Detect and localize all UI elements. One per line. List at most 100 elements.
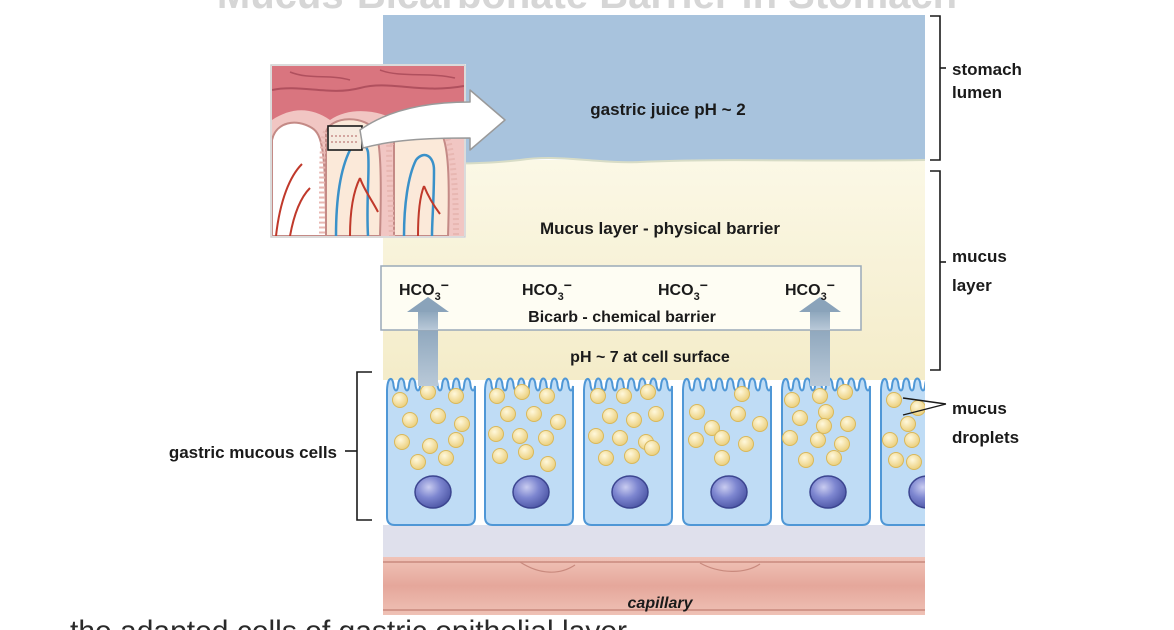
gastric-mucous-cell: [880, 377, 925, 526]
cell-nucleus: [809, 475, 847, 509]
gastric-mucous-cell: [781, 377, 871, 526]
mucus-droplets-label-2: droplets: [952, 428, 1019, 447]
cell-nucleus: [908, 475, 925, 509]
cell-nucleus: [414, 475, 452, 509]
mucus-droplet: [588, 428, 604, 444]
gastric-mucous-cell: [583, 377, 673, 526]
mucus-droplet: [598, 450, 614, 466]
mucus-droplet: [730, 406, 746, 422]
footer-text: the adapted cells of gastric epithelial …: [70, 615, 627, 630]
mucus-droplet: [812, 388, 828, 404]
title-fragment: Mucus-Bicarbonate Barrier in Stomach: [0, 0, 1174, 14]
bicarb-label: Bicarb - chemical barrier: [528, 309, 716, 326]
mucus-droplet: [626, 412, 642, 428]
mucus-layer-label: Mucus layer - physical barrier: [540, 219, 780, 238]
mucus-droplet: [512, 428, 528, 444]
mucus-droplet: [886, 392, 902, 408]
mucus-droplet: [906, 454, 922, 470]
arrow-left-overlap: [418, 310, 438, 330]
mucus-droplet: [489, 388, 505, 404]
mucus-droplet: [714, 430, 730, 446]
page-title: Mucus-Bicarbonate Barrier in Stomach: [0, 0, 1174, 14]
callout-arrow: [359, 89, 506, 151]
mucus-droplet: [410, 454, 426, 470]
mucus-droplet: [640, 384, 656, 400]
mucus-label: mucus: [952, 247, 1007, 266]
gastric-mucous-cell: [484, 377, 574, 526]
hco3-label-2: HCO3−: [522, 277, 572, 303]
mucus-droplets-label-1: mucus: [952, 399, 1007, 418]
mucus-droplet: [539, 388, 555, 404]
layer-label: layer: [952, 276, 992, 295]
mucus-droplet: [792, 410, 808, 426]
mucus-droplet: [837, 384, 853, 400]
mucus-droplet: [454, 416, 470, 432]
mucus-droplet: [430, 408, 446, 424]
gastric-mucous-cells-label: gastric mucous cells: [169, 443, 337, 462]
mucus-droplet: [526, 406, 542, 422]
mucus-layer-bracket: [930, 170, 946, 371]
mucus-droplet: [900, 416, 916, 432]
ph7-label: pH ~ 7 at cell surface: [570, 349, 730, 366]
mucus-droplet: [910, 400, 925, 416]
mucus-droplet: [784, 392, 800, 408]
capillary-label: capillary: [628, 595, 694, 612]
mucus-droplet: [840, 416, 856, 432]
mucus-droplet: [538, 430, 554, 446]
mucus-droplet: [818, 404, 834, 420]
mucus-droplet: [624, 448, 640, 464]
mucus-droplet: [689, 404, 705, 420]
bicarbonate-box: [380, 265, 862, 331]
mucus-droplet: [590, 388, 606, 404]
mucus-droplet: [734, 386, 750, 402]
stomach-lumen-bracket: [930, 15, 946, 161]
mucus-droplet: [420, 384, 436, 400]
lumen-label: lumen: [952, 83, 1002, 102]
mucus-droplet: [616, 388, 632, 404]
mucus-droplet: [488, 426, 504, 442]
gastric-cells-bracket: [345, 371, 372, 521]
mucus-droplet: [448, 432, 464, 448]
mucus-droplet: [782, 430, 798, 446]
mucus-droplet: [826, 450, 842, 466]
capillary-cell-edge: [519, 561, 761, 573]
hco3-label-3: HCO3−: [658, 277, 708, 303]
mucus-droplet: [714, 450, 730, 466]
mucus-droplet: [752, 416, 768, 432]
stomach-fold-inset: [270, 64, 466, 238]
mucus-droplet: [492, 448, 508, 464]
gastric-mucous-cell: [682, 377, 772, 526]
mucus-droplet: [514, 384, 530, 400]
mucus-droplet: [422, 438, 438, 454]
mucus-droplet: [438, 450, 454, 466]
mucus-droplet: [540, 456, 556, 472]
mucus-droplet: [738, 436, 754, 452]
mucus-droplet: [648, 406, 664, 422]
mucus-droplet: [612, 430, 628, 446]
mucus-droplet: [816, 418, 832, 434]
arrow-right-head: [799, 297, 841, 312]
mucus-droplet: [448, 388, 464, 404]
mucus-droplet: [882, 432, 898, 448]
arrow-right-overlap: [810, 310, 830, 330]
mucus-droplet: [602, 408, 618, 424]
mucus-droplet: [688, 432, 704, 448]
mucus-droplet: [392, 392, 408, 408]
mucus-droplet: [402, 412, 418, 428]
basement-membrane: [383, 525, 925, 557]
cell-nucleus: [512, 475, 550, 509]
stomach-label: stomach: [952, 60, 1022, 79]
footer-fragment: the adapted cells of gastric epithelial …: [0, 615, 1174, 630]
gastric-mucous-cell: [386, 377, 476, 526]
mucus-droplet: [834, 436, 850, 452]
mucus-droplet: [500, 406, 516, 422]
hco3-label-1: HCO3−: [399, 277, 449, 303]
droplets-pointer-lines: [902, 397, 947, 416]
mucus-droplet: [550, 414, 566, 430]
mucus-droplet: [704, 420, 720, 436]
mucus-droplet: [518, 444, 534, 460]
mucus-droplet: [798, 452, 814, 468]
capillary-vessel: [383, 557, 925, 615]
mucus-droplet: [394, 434, 410, 450]
